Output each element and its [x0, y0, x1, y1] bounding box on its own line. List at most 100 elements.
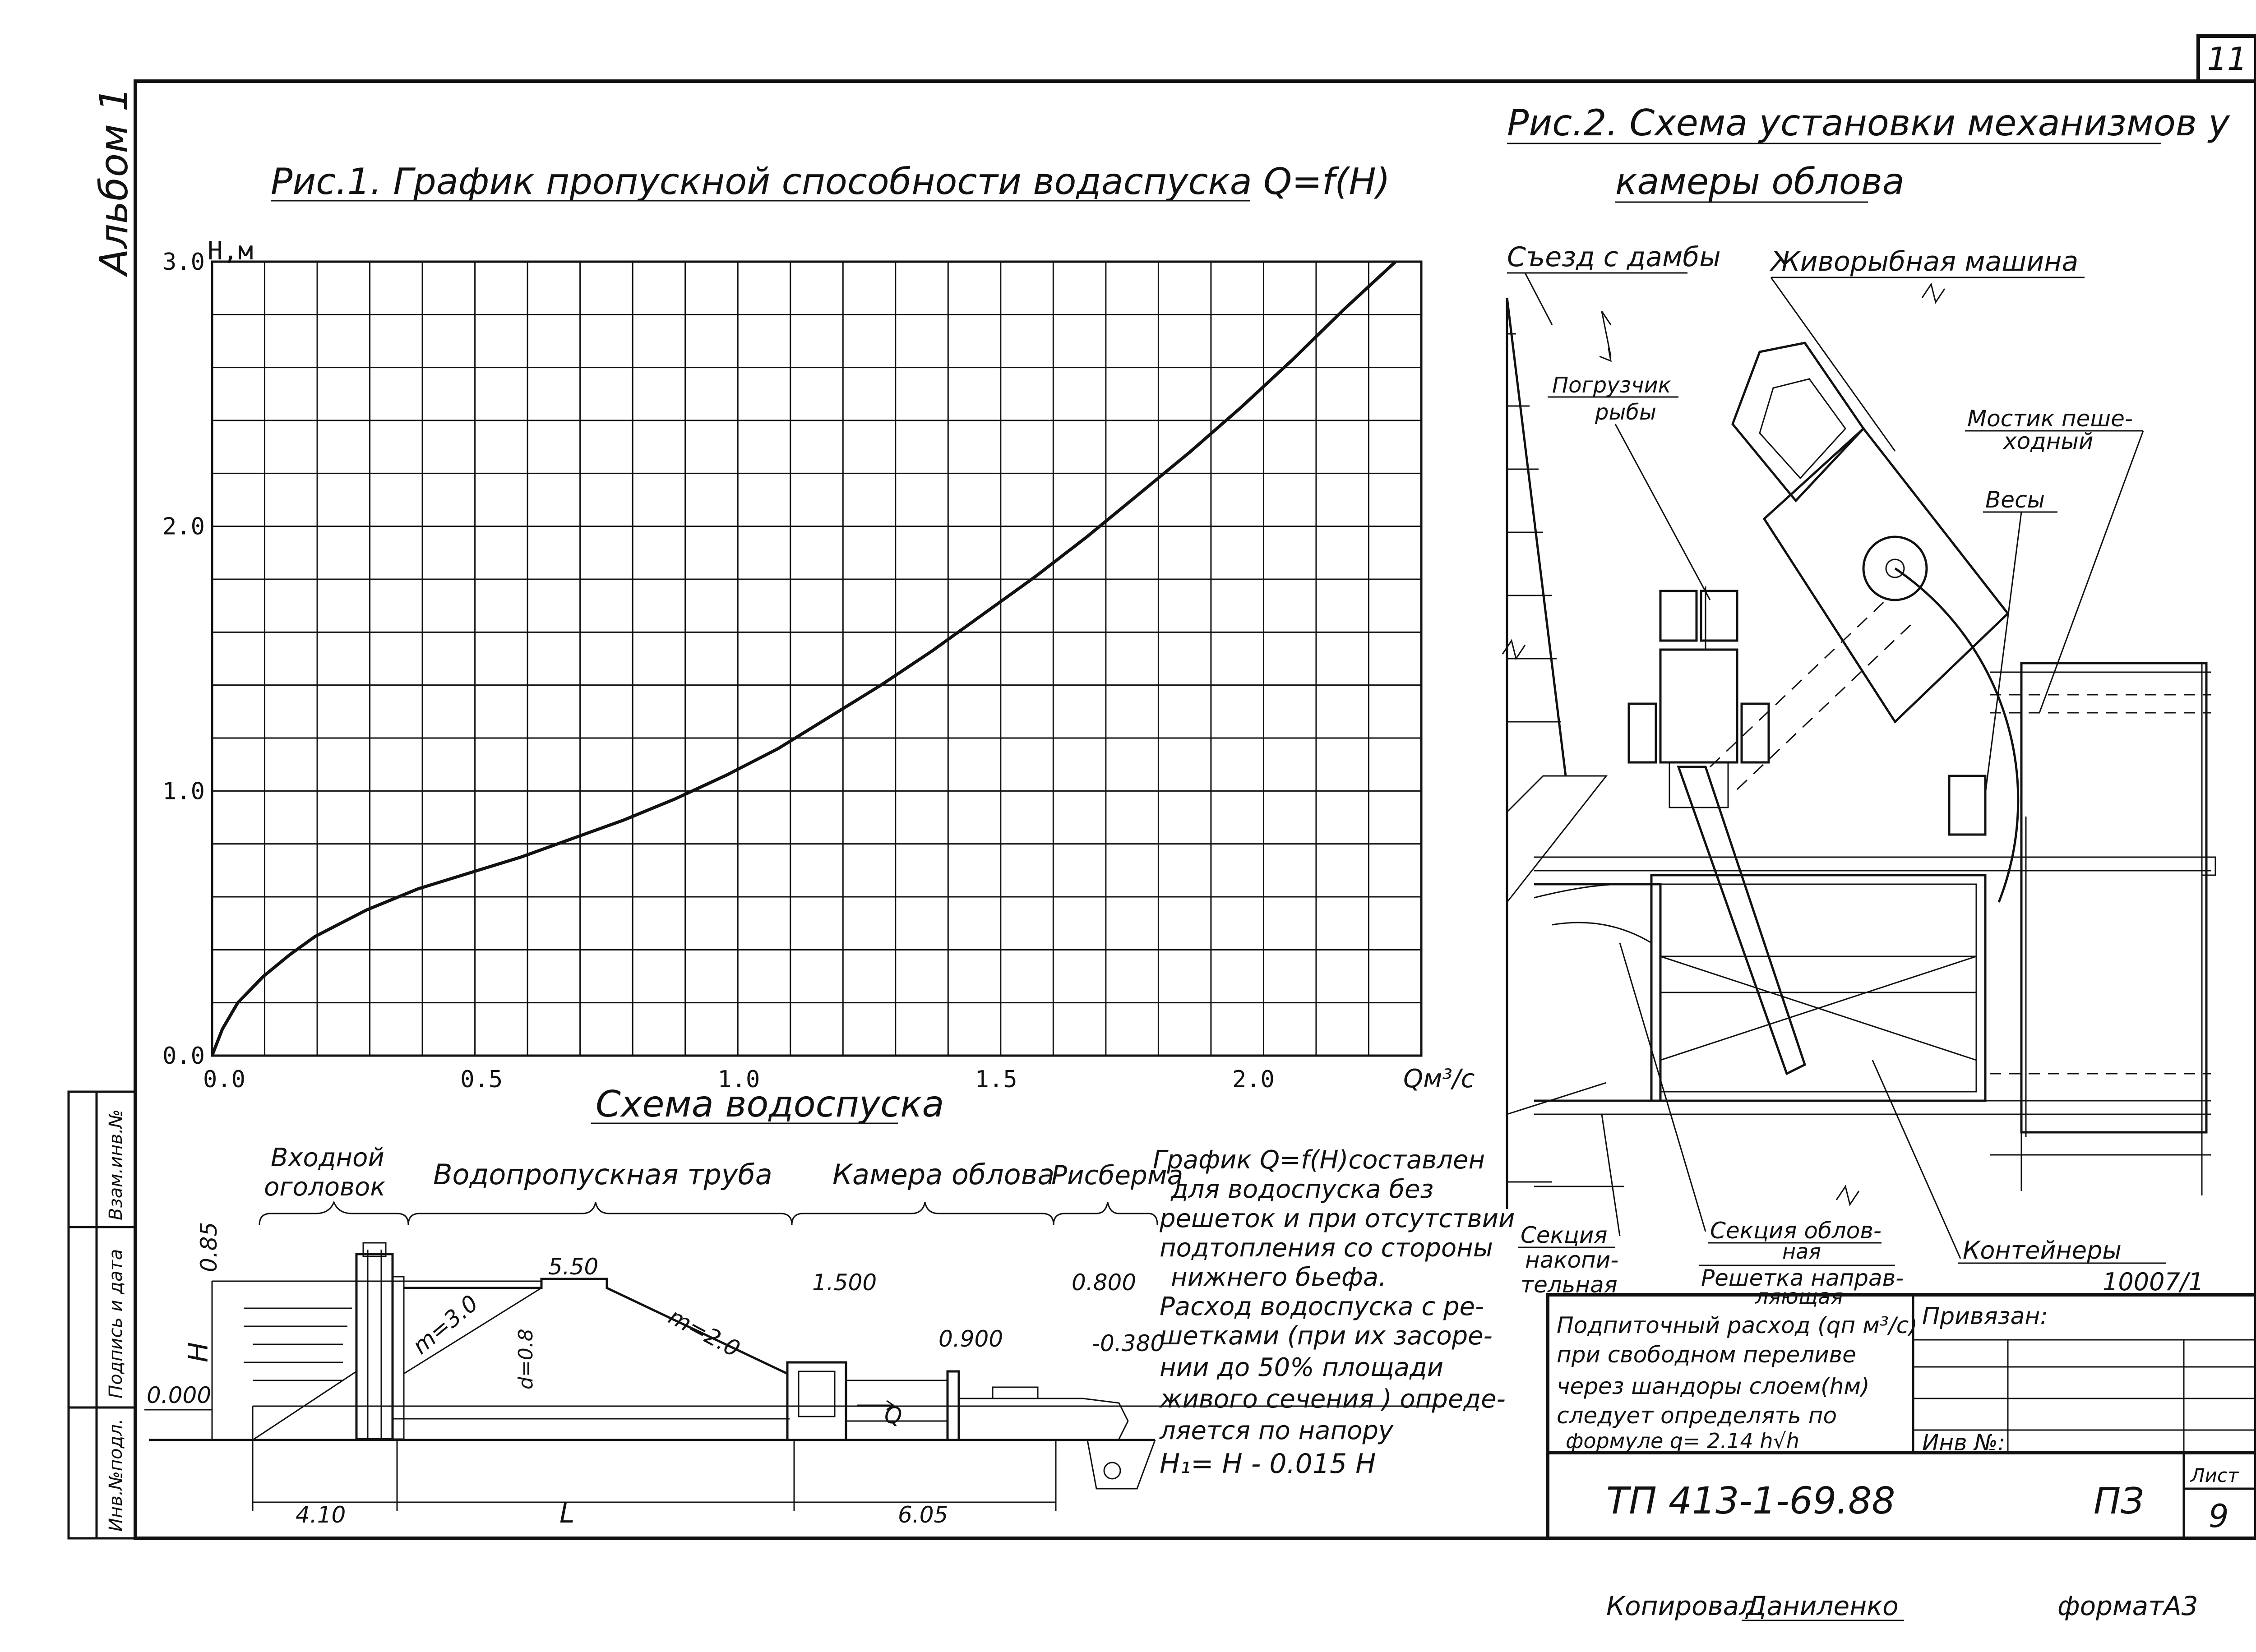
- x-tick-label: 0.0: [203, 1066, 245, 1093]
- fig2-title-1: Рис.2. Схема установки механизмов у: [1507, 102, 2230, 144]
- note2-line-4: формуле q= 2.14 h√h: [1566, 1429, 1799, 1453]
- notes-block: График Q=f(H)составлен для водоспуска бе…: [1153, 1145, 1515, 1480]
- footer: Копировал. Даниленко форматА3: [1606, 1591, 2198, 1621]
- dim-m3: m=3.0: [407, 1290, 483, 1359]
- scheme-pipe: Водопропускная труба: [433, 1158, 772, 1191]
- note-line-9: ляется по напору: [1159, 1416, 1394, 1445]
- scheme-inlet-1: Входной: [271, 1143, 384, 1172]
- note-line-4: нижнего бьефа.: [1171, 1263, 1387, 1292]
- chart-x-axis-label: Qм³/c: [1403, 1064, 1475, 1094]
- stamp-sheet-value: 9: [2209, 1498, 2229, 1535]
- y-tick-label: 0.0: [162, 1043, 205, 1070]
- stamp-sign-date: Подпись и дата: [106, 1249, 126, 1398]
- dim-1500: 1.500: [812, 1269, 877, 1296]
- sheet-frame: 11 Альбом 1 Инв.№подл. Подпись и дата Вз…: [67, 34, 2256, 1540]
- label-scales: Весы: [1985, 487, 2045, 513]
- sheet-number-box: [2196, 34, 2256, 83]
- dim-top: 5.50: [548, 1254, 598, 1280]
- note-line-0: График Q=f(H)составлен: [1153, 1145, 1485, 1175]
- note-line-10: H₁= H - 0.015 H: [1160, 1448, 1376, 1480]
- containers-and-scales: [1948, 662, 2216, 1195]
- q-h-curve: [210, 260, 1397, 1057]
- note2-line-2: через шандоры слоем(hм): [1557, 1373, 1870, 1399]
- label-sec-acc-2: накопи-: [1525, 1247, 1618, 1273]
- dim-l: L: [559, 1498, 574, 1529]
- scheme-chamber: Камера облова: [832, 1158, 1054, 1191]
- scheme-title: Схема водоспуска: [596, 1083, 944, 1125]
- label-bridge-2: ходный: [2002, 428, 2093, 454]
- label-sec-catch-2: ная: [1782, 1239, 1821, 1264]
- dim-d08: d=0.8: [514, 1329, 537, 1389]
- label-sec-catch-1: Секция облов-: [1710, 1218, 1882, 1244]
- label-sec-acc-1: Секция: [1521, 1222, 1607, 1248]
- note-line-8: живого сечения ) опреде-: [1159, 1384, 1506, 1414]
- dim-0380: -0.380: [1092, 1330, 1165, 1357]
- stamp-bound: Привязан:: [1922, 1303, 2048, 1330]
- label-loader-1: Погрузчик: [1552, 373, 1671, 398]
- fish-machine-truck: [1731, 341, 2020, 903]
- y-tick-label: 2.0: [162, 513, 205, 540]
- stamp-sheet-label: Лист: [2190, 1464, 2239, 1486]
- fig1-chart: Рис.1. График пропускной способности вод…: [162, 161, 1475, 1094]
- stamp-inv-orig: Инв.№подл.: [106, 1418, 126, 1532]
- label-loader-2: рыбы: [1595, 400, 1656, 425]
- fish-loader: [1627, 586, 1914, 1075]
- label-bridge-1: Мостик пеше-: [1967, 406, 2133, 432]
- stamp-inv-repl: Взам.инв.№: [106, 1109, 126, 1220]
- y-tick-label: 3.0: [162, 249, 205, 276]
- y-tick-label: 1.0: [162, 778, 205, 805]
- label-fish-machine: Живорыбная машина: [1769, 246, 2078, 277]
- label-containers-code: 10007/1: [2103, 1268, 2204, 1296]
- inner-frame: [134, 79, 2256, 1540]
- x-tick-label: 2.0: [1232, 1066, 1275, 1093]
- note-line-2: решеток и при отсутствии: [1159, 1204, 1515, 1233]
- dim-m2: m=2.0: [664, 1303, 744, 1362]
- side-stamp-box: [67, 1090, 137, 1540]
- note-line-5: Расход водоспуска с ре-: [1160, 1292, 1484, 1321]
- note-line-7: нии до 50% площади: [1160, 1353, 1443, 1382]
- note2-line-0: Подпиточный расход (qп м³/с): [1557, 1312, 1918, 1338]
- scheme-inlet-2: оголовок: [264, 1172, 385, 1202]
- fig2-title-2: камеры облова: [1615, 161, 1905, 203]
- plot-area: [211, 260, 1423, 1057]
- footer-copied: Копировал.: [1606, 1591, 1764, 1621]
- label-containers: Контейнеры: [1963, 1236, 2122, 1264]
- dim-410: 4.10: [296, 1502, 346, 1528]
- dim-zero: 0.000: [147, 1382, 211, 1408]
- x-tick-label: 0.5: [460, 1066, 503, 1093]
- catch-chamber: [1534, 856, 2211, 1187]
- note-line-1: для водоспуска без: [1170, 1175, 1433, 1204]
- catch-chamber-box: [786, 1361, 847, 1441]
- note2-line-3: следует определять по: [1557, 1403, 1837, 1429]
- x-tick-label: 1.5: [975, 1066, 1017, 1093]
- title-block-frame: [1546, 1293, 2256, 1540]
- stamp-inv: Инв №:: [1922, 1430, 2005, 1456]
- dim-0800: 0.800: [1072, 1269, 1136, 1296]
- dim-q: Q: [884, 1403, 902, 1429]
- dim-0900: 0.900: [938, 1326, 1003, 1352]
- album-label: Альбом 1: [92, 87, 137, 277]
- note-line-3: подтопления со стороны: [1160, 1233, 1493, 1263]
- dim-605: 6.05: [898, 1502, 948, 1528]
- title-block: Привязан: Инв №: ТП 413-1-69.88 ПЗ Лист …: [1546, 1293, 2256, 1540]
- stamp-section: ПЗ: [2094, 1480, 2144, 1522]
- dim-085: 0.85: [196, 1222, 222, 1272]
- fig2-scheme: Рис.2. Схема установки механизмов у каме…: [1502, 102, 2230, 1309]
- label-grate-1: Решетка направ-: [1701, 1265, 1904, 1291]
- stamp-code: ТП 413-1-69.88: [1606, 1480, 1895, 1523]
- sheet-number: 11: [2207, 41, 2247, 78]
- footer-format: форматА3: [2057, 1591, 2198, 1621]
- leader-lines: [1524, 272, 2144, 1259]
- chart-y-axis-label: Н,м: [208, 236, 253, 266]
- spillway-scheme: Схема водоспуска Входной оголовок Водопр…: [144, 1083, 1444, 1529]
- x-tick-label: 1.0: [717, 1066, 760, 1093]
- footer-copier: Даниленко: [1745, 1591, 1899, 1621]
- fig1-title: Рис.1. График пропускной способности вод…: [271, 161, 1390, 203]
- scheme-riprap: Рисберма: [1051, 1160, 1183, 1191]
- chart-grid: [212, 262, 1421, 1056]
- note2-line-1: при свободном переливе: [1557, 1342, 1856, 1368]
- dim-h: H: [183, 1342, 214, 1362]
- chart-ticks: 0.0 0.5 1.0 1.5 2.0 0.0 1.0 2.0 3.0: [162, 249, 1275, 1093]
- note-line-6: шетками (при их засоре-: [1160, 1321, 1493, 1351]
